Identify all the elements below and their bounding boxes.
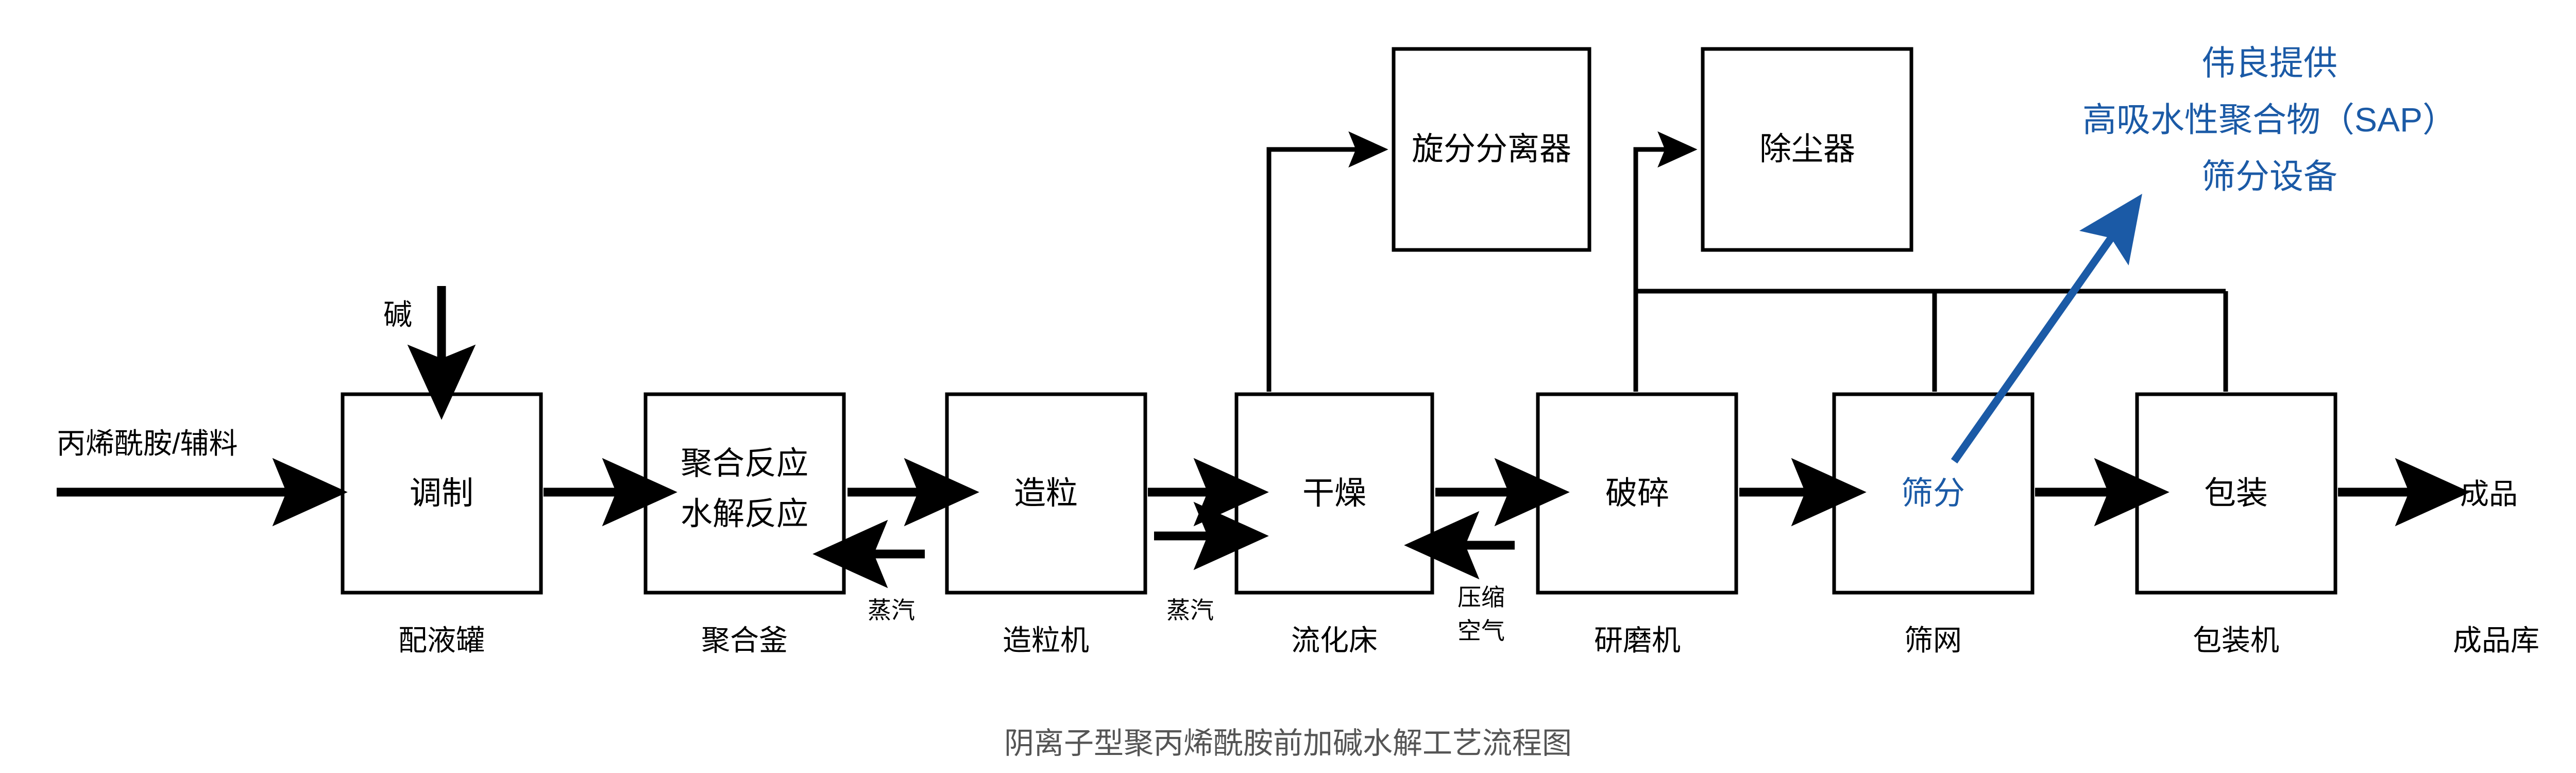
steam-polymer-label: 蒸汽 xyxy=(868,597,915,624)
step-zaoli-box xyxy=(945,392,1147,595)
step-ganzao-label: 干燥 xyxy=(1302,476,1366,511)
product-store-label: 成品库 xyxy=(2453,624,2539,657)
unit-cyclone-label: 旋分分离器 xyxy=(1412,131,1571,167)
unit-cyclone-box xyxy=(1392,47,1591,252)
step-posui-label: 破碎 xyxy=(1605,476,1669,511)
diagram-caption: 阴离子型聚丙烯酰胺前加碱水解工艺流程图 xyxy=(1004,727,1572,760)
step-zaoli-equipment: 造粒机 xyxy=(1003,624,1089,657)
step-ganzao-box xyxy=(1234,392,1434,595)
step-juhe-box xyxy=(643,392,846,595)
step-juhe-equipment: 聚合釜 xyxy=(701,624,788,657)
step-juhe-label2: 水解反应 xyxy=(681,496,808,532)
unit-dust-label: 除尘器 xyxy=(1759,131,1855,167)
step-zaoli-label: 造粒 xyxy=(1014,476,1078,511)
step-tiaozhi-label: 调制 xyxy=(410,476,473,511)
pipe-posui-to-dust xyxy=(1633,131,1698,392)
annotation-line-1: 伟良提供 xyxy=(2201,44,2337,82)
alkali-stream-label: 碱 xyxy=(383,298,412,331)
step-shaifen-equipment: 筛网 xyxy=(1904,624,1962,657)
step-shaifen-box xyxy=(1832,392,2035,595)
product-stream-label: 成品 xyxy=(2460,478,2518,510)
step-baozhuang-label: 包装 xyxy=(2204,476,2268,511)
annotation-pointer-arrow xyxy=(1951,194,2142,464)
step-baozhuang-equipment: 包装机 xyxy=(2193,624,2279,657)
pipe-ganzao-to-cyclone xyxy=(1266,131,1388,392)
compressed-air-label-line1: 压缩 xyxy=(1458,584,1505,611)
annotation-line-3: 筛分设备 xyxy=(2201,157,2337,195)
feed-stream-label: 丙烯酰胺/辅料 xyxy=(57,427,238,460)
step-juhe-label: 聚合反应 xyxy=(681,446,808,481)
annotation-line-2: 高吸水性聚合物（SAP） xyxy=(2082,100,2456,139)
unit-dust-box xyxy=(1701,47,1913,252)
step-posui-equipment: 研磨机 xyxy=(1594,624,1681,657)
step-ganzao-equipment: 流化床 xyxy=(1291,624,1378,657)
step-tiaozhi-equipment: 配液罐 xyxy=(398,624,485,657)
step-shaifen-label: 筛分 xyxy=(1901,476,1965,511)
compressed-air-label-line2: 空气 xyxy=(1458,617,1505,644)
steam-dryer-label: 蒸汽 xyxy=(1166,597,1214,624)
